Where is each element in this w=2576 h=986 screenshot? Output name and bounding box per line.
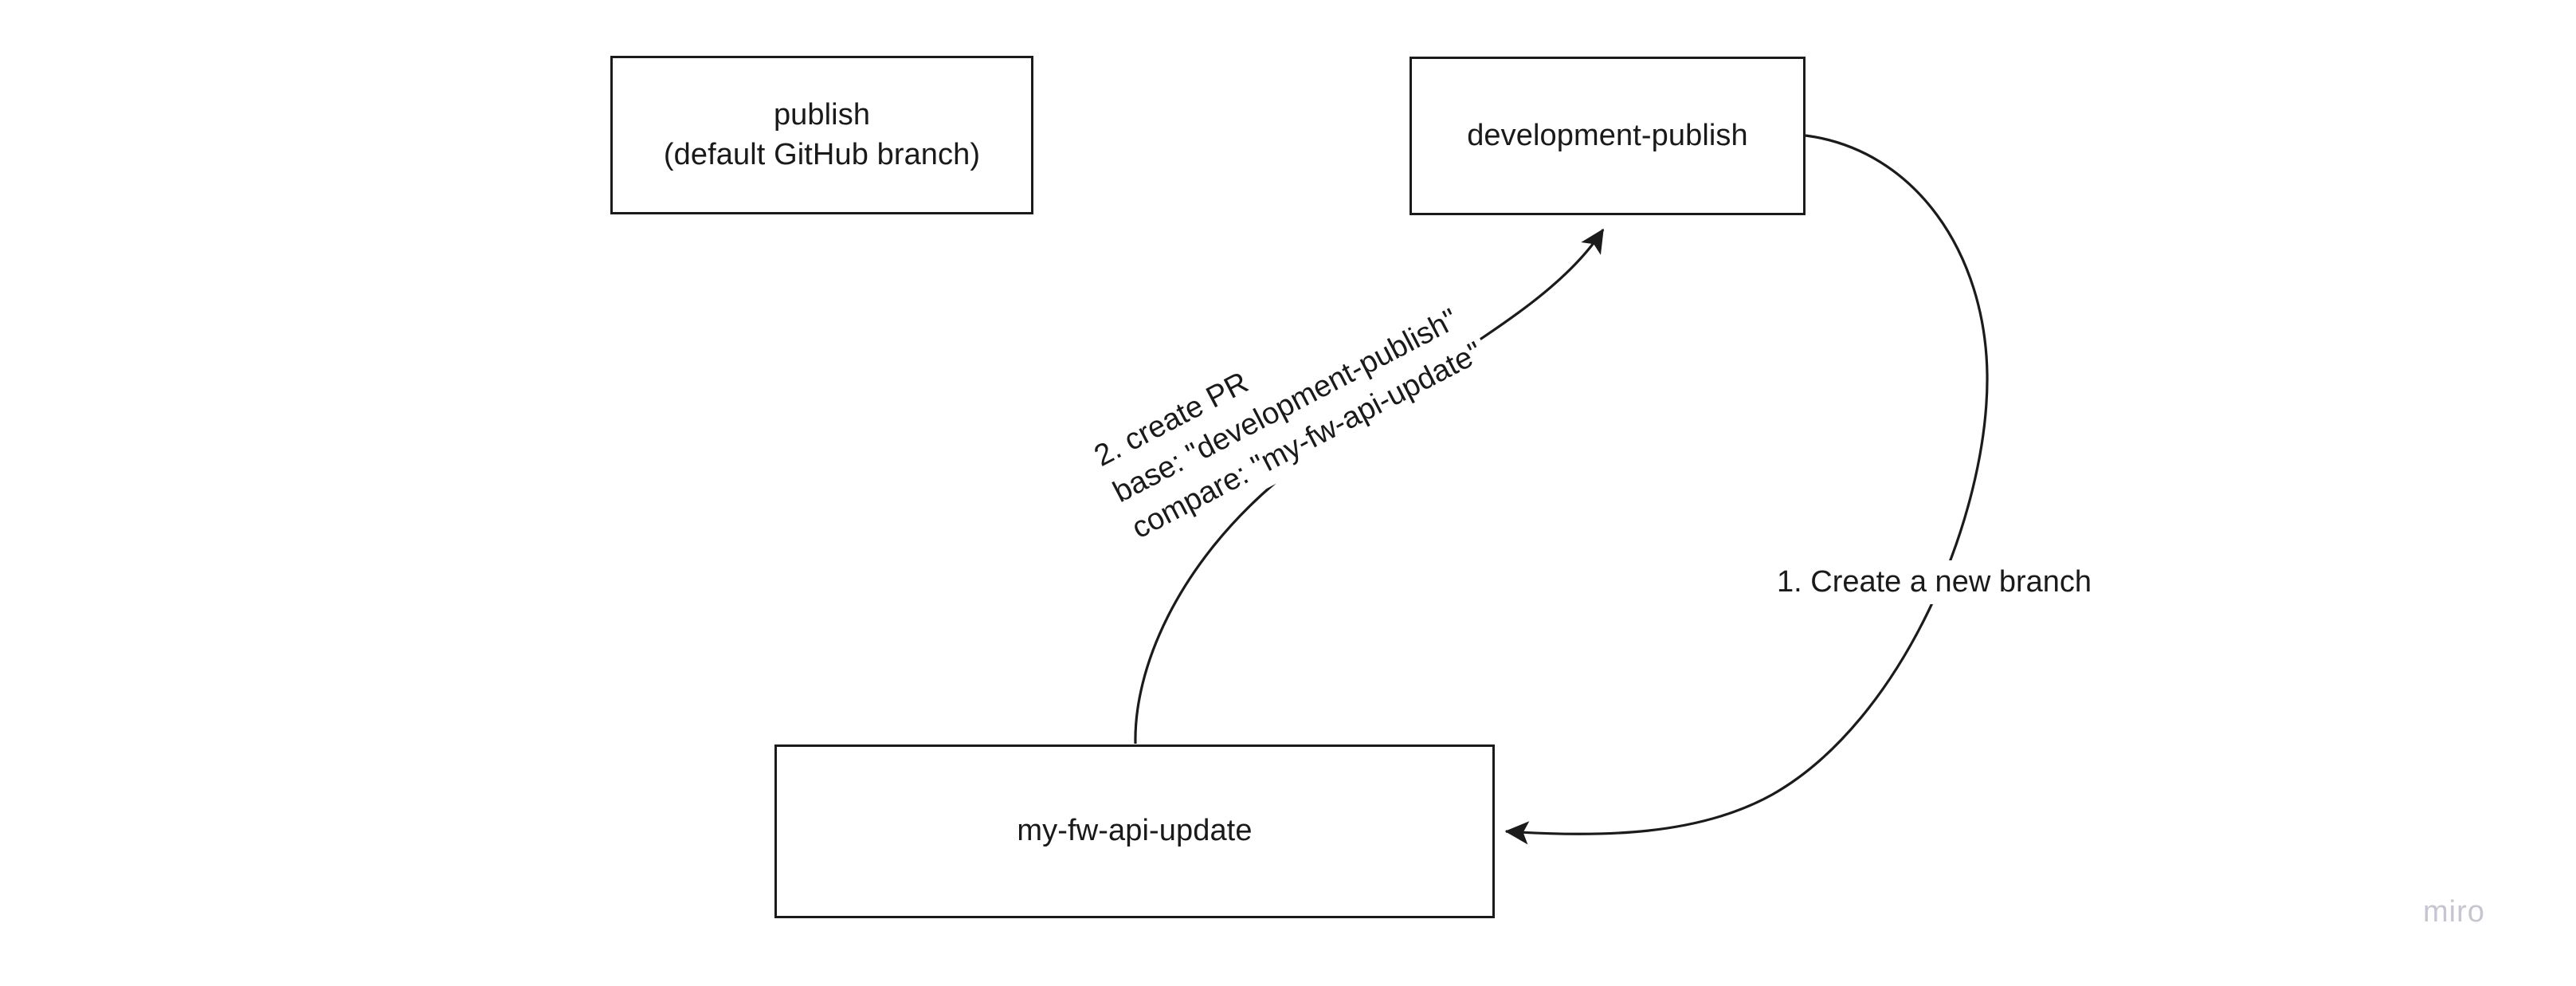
node-development-publish-label: development-publish (1467, 118, 1748, 152)
edge-label-create-pr[interactable]: 2. create PR base: "development-publish"… (1081, 255, 1496, 554)
node-my-fw-api-update[interactable]: my-fw-api-update (774, 744, 1495, 918)
node-my-fw-api-update-label: my-fw-api-update (1017, 814, 1253, 848)
node-publish[interactable]: publish (default GitHub branch) (610, 56, 1033, 214)
node-development-publish[interactable]: development-publish (1410, 57, 1806, 215)
miro-watermark: miro (2423, 895, 2485, 929)
edge-label-create-branch[interactable]: 1. Create a new branch (1770, 560, 2099, 604)
node-publish-label: publish (default GitHub branch) (663, 98, 981, 171)
edge-create-branch (1504, 134, 1989, 845)
